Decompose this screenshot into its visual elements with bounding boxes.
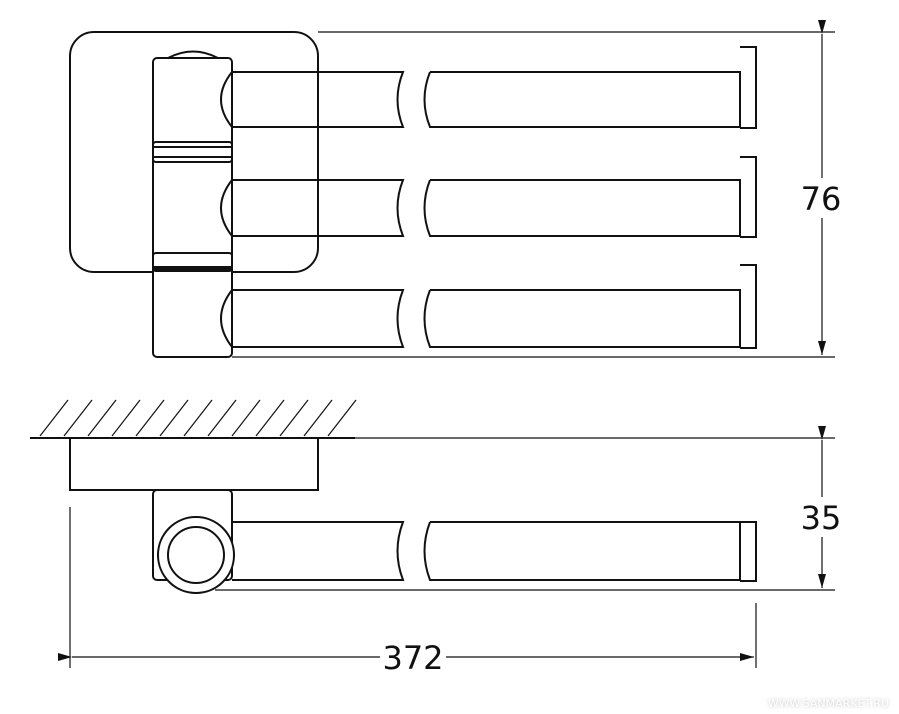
towel-arm [232,521,757,582]
towel-arm [220,46,757,129]
towel-arm [220,156,757,238]
watermark: WWW.SANMARKET.RU [767,697,889,710]
column-cap [167,50,219,59]
depth-dimension-label: 35 [801,499,842,537]
length-dimension-label: 372 [382,639,443,677]
height-dimension-label: 76 [801,180,842,218]
side-view: 35 372 [30,399,850,677]
top-view: 76 [69,20,850,358]
hinge-column [152,57,233,358]
wall-hatching [39,399,357,437]
towel-arm [220,264,757,349]
